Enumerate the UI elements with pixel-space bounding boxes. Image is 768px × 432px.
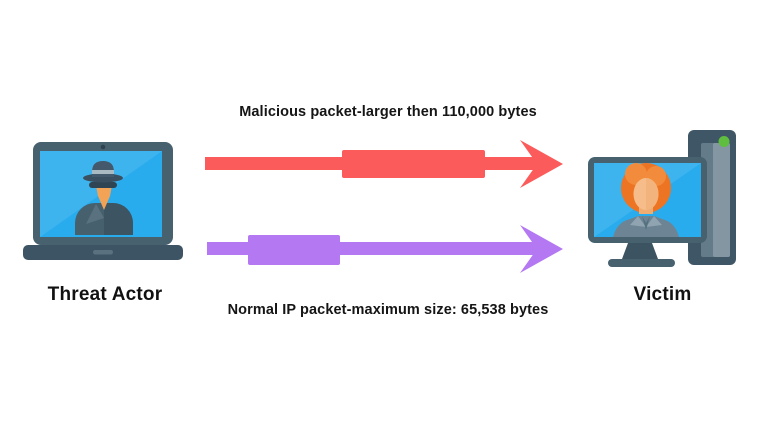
normal-packet-label: Normal IP packet-maximum size: 65,538 by… — [227, 302, 549, 318]
sunglasses-icon — [89, 182, 117, 188]
victim-label: Victim — [633, 284, 692, 305]
normal-arrow-head — [520, 225, 563, 273]
hat-band — [92, 170, 114, 174]
normal-packet-block — [248, 235, 340, 265]
hacker-avatar-icon — [75, 161, 133, 235]
victim-collar-left — [630, 216, 646, 227]
malicious-packet-arrow — [205, 140, 563, 188]
tower-panel-light — [713, 143, 730, 257]
victim-face-shade — [646, 178, 659, 210]
hat-crown — [92, 161, 114, 177]
webcam-icon — [100, 144, 106, 150]
hacker-coat-shade — [104, 203, 133, 235]
malicious-packet-label: Malicious packet-larger then 110,000 byt… — [239, 104, 537, 120]
laptop-base-notch — [93, 250, 113, 255]
monitor-stand-base — [608, 259, 675, 267]
victim-collar-right — [646, 216, 662, 227]
threat-actor-label: Threat Actor — [47, 284, 163, 305]
desktop-computer-icon — [588, 130, 736, 267]
victim-collar-v — [642, 216, 650, 230]
monitor-stand-neck — [622, 243, 658, 259]
hacker-lapel-left — [86, 204, 104, 224]
malicious-arrow-head — [520, 140, 563, 188]
normal-packet-arrow — [207, 225, 563, 273]
hacker-laptop-icon — [23, 142, 183, 260]
victim-avatar-icon — [613, 163, 679, 237]
malicious-packet-block — [342, 150, 485, 178]
power-button-icon — [718, 136, 730, 147]
